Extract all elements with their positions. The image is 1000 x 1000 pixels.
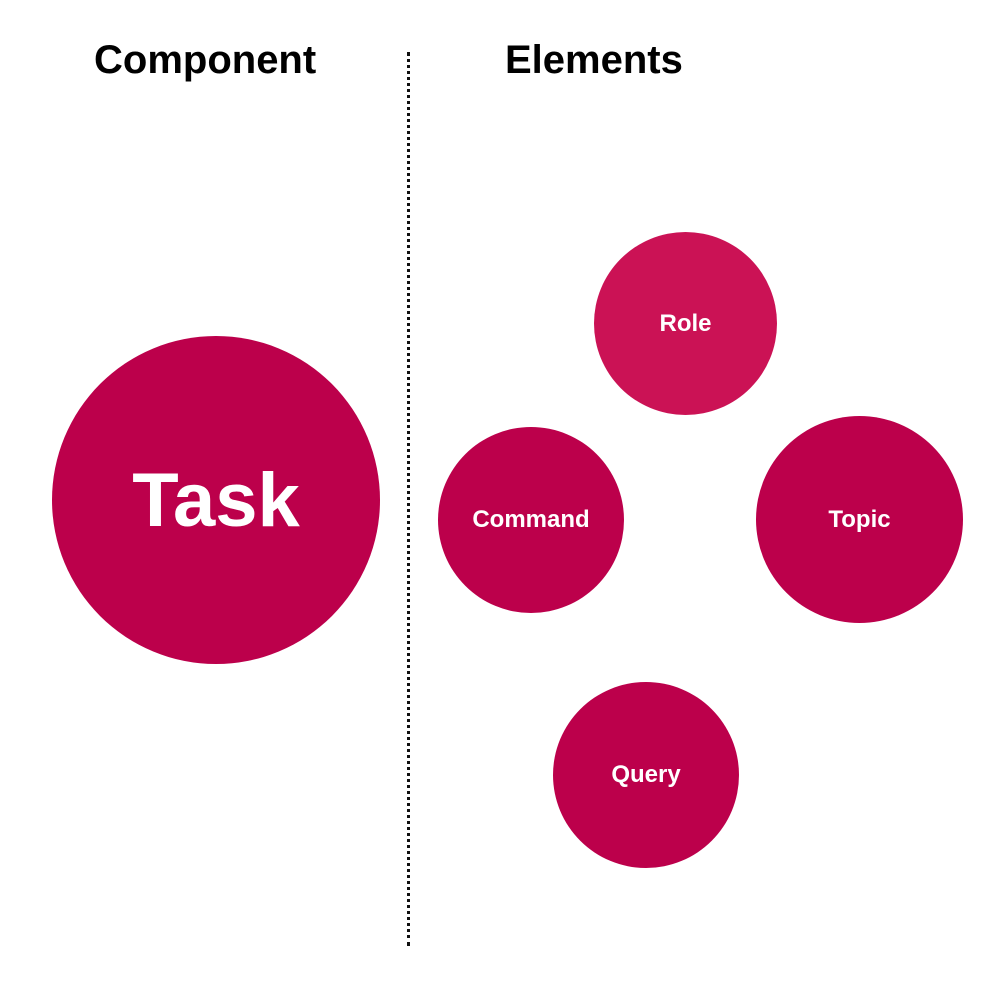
role-circle: Role xyxy=(594,232,777,415)
elements-heading: Elements xyxy=(505,38,683,82)
dotted-divider xyxy=(407,52,410,946)
command-circle: Command xyxy=(438,427,624,613)
task-circle: Task xyxy=(52,336,380,664)
task-label: Task xyxy=(132,457,300,543)
topic-circle: Topic xyxy=(756,416,963,623)
query-label: Query xyxy=(611,761,681,788)
command-label: Command xyxy=(472,506,590,533)
component-heading: Component xyxy=(94,38,317,82)
query-circle: Query xyxy=(553,682,739,868)
role-label: Role xyxy=(659,309,712,337)
topic-label: Topic xyxy=(828,505,891,533)
